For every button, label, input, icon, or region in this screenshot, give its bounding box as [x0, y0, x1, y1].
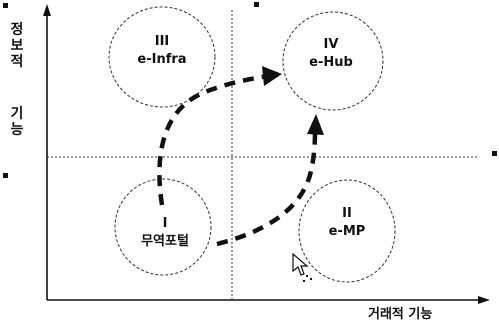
ellipse-top-right: [282, 11, 384, 111]
y-axis-label-char-4: 기: [10, 106, 24, 122]
x-axis-arrow: [478, 296, 490, 304]
quadrant-top-left-name: e-Infra: [137, 52, 187, 67]
y-axis-label-char-2: 보: [10, 38, 24, 54]
cursor-icon: [292, 252, 312, 282]
quadrant-bottom-right-label: II e-MP: [311, 205, 383, 241]
corner-marker-right: [492, 151, 497, 156]
quadrant-bottom-left-name: 무역포털: [141, 234, 189, 249]
y-axis-label-char-5: 능: [10, 122, 24, 138]
quadrant-bottom-left-numeral: I: [162, 216, 168, 231]
ellipse-top-left: [108, 6, 216, 108]
y-axis-label-char-3: 적: [10, 54, 24, 70]
y-axis-label-char-1: 정: [10, 22, 24, 38]
quadrant-top-right-numeral: IV: [323, 37, 339, 52]
quadrant-top-right-label: IV e-Hub: [293, 36, 369, 72]
corner-marker-top-left: [3, 3, 8, 8]
arrow-head-upper: [262, 66, 282, 86]
x-axis-label: 거래적 기능: [368, 307, 433, 322]
quadrant-top-left-label: III e-Infra: [124, 33, 200, 69]
arrow-to-e-hub-upper: [157, 73, 269, 206]
ellipse-bottom-right: [298, 179, 396, 283]
quadrant-top-right-name: e-Hub: [309, 55, 353, 70]
quadrant-bottom-right-numeral: II: [342, 206, 352, 221]
y-axis-label: 정 보 적 기 능: [6, 22, 28, 138]
corner-marker-left: [3, 173, 8, 178]
corner-marker-top-center: [254, 2, 259, 7]
quadrant-top-left-numeral: III: [154, 34, 170, 49]
quadrant-bottom-right-name: e-MP: [328, 224, 366, 239]
y-axis-arrow: [43, 4, 51, 16]
arrow-head-lower: [307, 114, 324, 135]
quadrant-bottom-left-label: I 무역포털: [129, 215, 201, 251]
ellipse-bottom-left: [114, 178, 212, 276]
